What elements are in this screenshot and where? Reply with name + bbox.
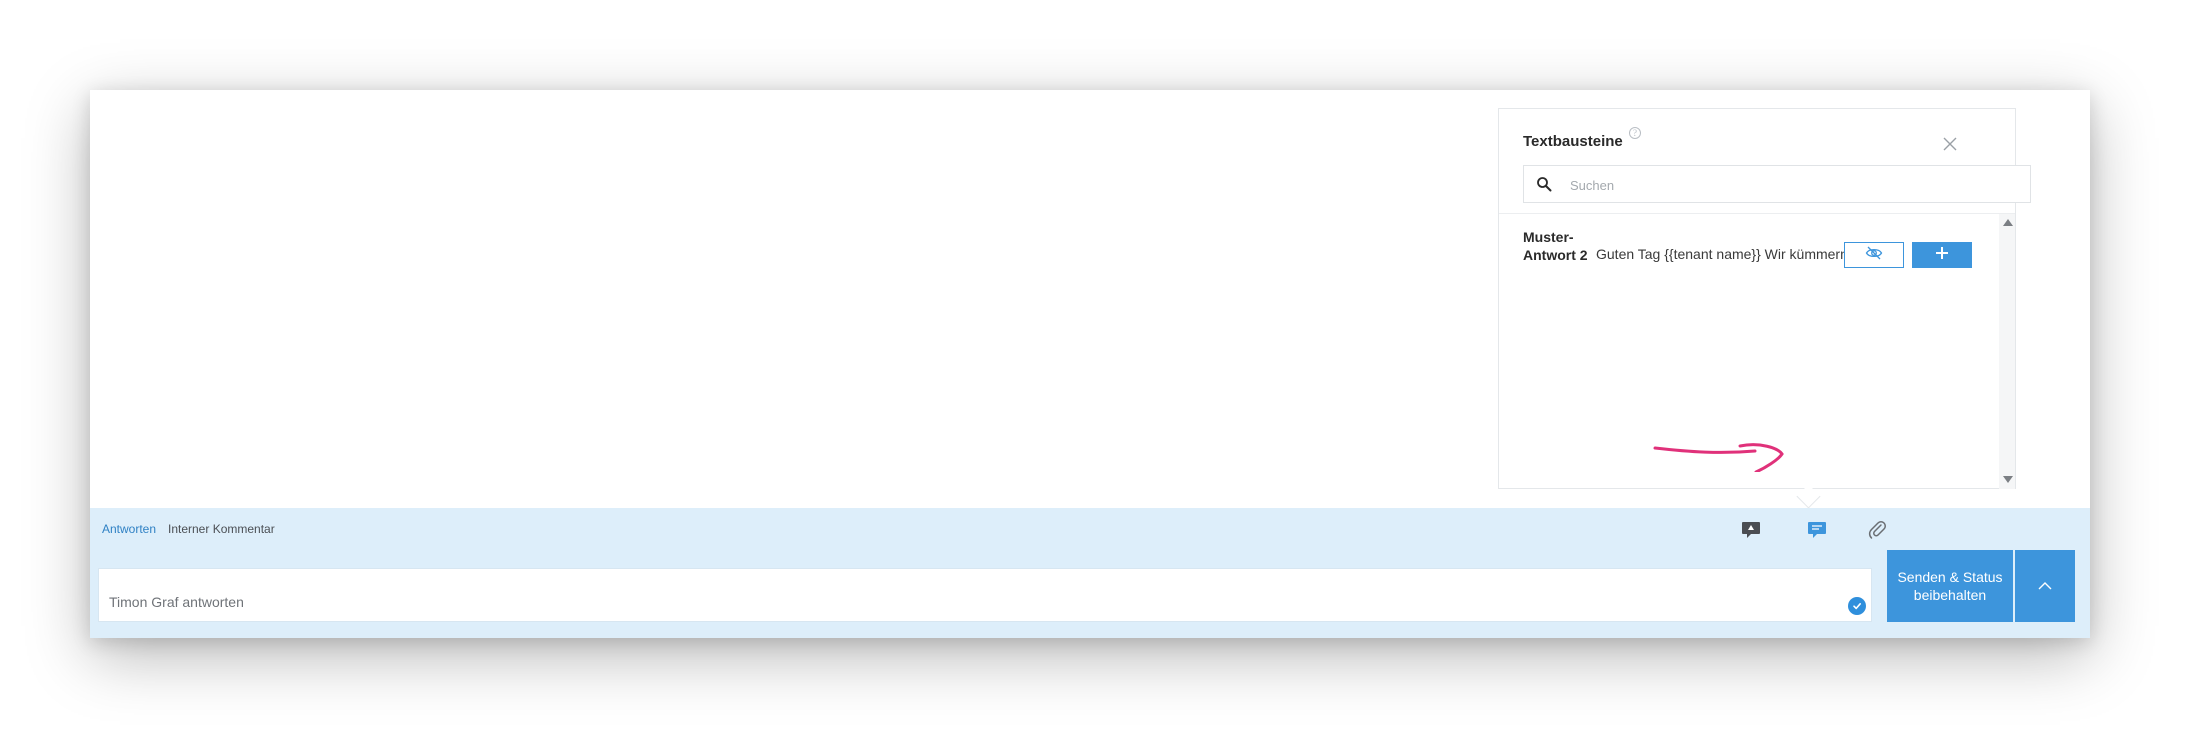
scrollbar[interactable] (1999, 214, 2015, 489)
ticket-window: Textbausteine ? Muster-Antwort 2 Guten T… (90, 90, 2090, 638)
search-icon (1536, 176, 1552, 192)
scroll-down-icon[interactable] (2003, 476, 2013, 483)
list-item[interactable]: Muster-Antwort 2 Guten Tag {{tenant name… (1499, 214, 1999, 284)
scroll-up-icon[interactable] (2003, 219, 2013, 226)
add-textbaustein-button[interactable] (1912, 242, 1972, 268)
reply-editor (98, 568, 1872, 622)
chevron-up-icon (2037, 579, 2053, 594)
plus-icon (1934, 245, 1950, 266)
info-icon[interactable]: ? (1629, 127, 1641, 139)
preview-button[interactable] (1844, 242, 1904, 268)
textbausteine-popover: Textbausteine ? Muster-Antwort 2 Guten T… (1498, 108, 2031, 489)
tab-interner-kommentar[interactable]: Interner Kommentar (168, 522, 275, 536)
textbausteine-list: Muster-Antwort 2 Guten Tag {{tenant name… (1499, 214, 1999, 489)
ticket-content-area: Textbausteine ? Muster-Antwort 2 Guten T… (90, 90, 2090, 509)
reply-input[interactable] (109, 569, 1829, 621)
paperclip-icon[interactable] (1866, 518, 1888, 540)
send-options-button[interactable] (2015, 550, 2075, 622)
comment-icon[interactable] (1806, 518, 1828, 540)
textbaustein-name: Muster-Antwort 2 (1523, 229, 1588, 263)
textbausteine-title: Textbausteine (1523, 133, 1623, 150)
textbausteine-search (1523, 165, 2031, 204)
check-icon[interactable] (1848, 597, 1866, 615)
close-icon[interactable] (1941, 135, 1959, 153)
textbausteine-icon[interactable] (1740, 518, 1762, 540)
divider (1499, 213, 2015, 214)
eye-icon (1865, 245, 1883, 266)
textbaustein-preview-text: Guten Tag {{tenant name}} Wir kümmern (1596, 246, 1844, 262)
search-input[interactable] (1568, 166, 2012, 204)
tab-antworten[interactable]: Antworten (102, 522, 157, 536)
send-keep-status-button[interactable]: Senden & Status beibehalten (1887, 550, 2013, 622)
reply-bar: Antworten Interner Kommentar Senden & St… (90, 508, 2090, 638)
